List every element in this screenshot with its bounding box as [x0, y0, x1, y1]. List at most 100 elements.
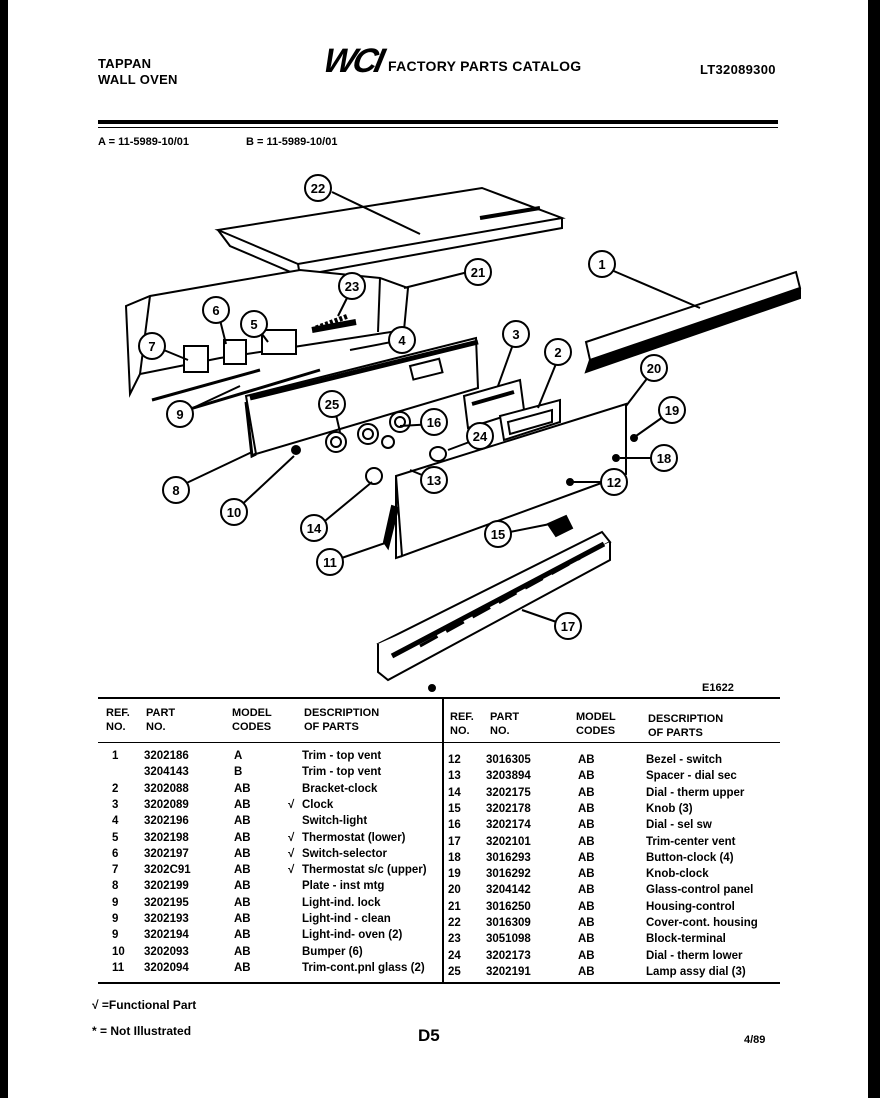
part-number: 3202089	[144, 798, 189, 811]
part-description: Block-terminal	[646, 933, 726, 946]
part-description: Knob-clock	[646, 868, 709, 881]
part-description: Plate - inst mtg	[302, 880, 385, 893]
model-code: AB	[234, 945, 251, 958]
part-description: Trim - top vent	[302, 766, 382, 779]
callout-circle	[658, 396, 686, 424]
part-description: Clock	[302, 798, 334, 811]
ref-number: 9	[112, 913, 119, 925]
part-description: Light-ind- oven (2)	[302, 929, 403, 942]
ref-number: 2	[112, 782, 119, 795]
callout-circle	[240, 310, 268, 338]
col-header-model-left: MODEL CODES	[232, 707, 272, 733]
callout-label: 21	[471, 265, 485, 280]
part-knob-1	[325, 431, 347, 453]
catalog-number: LT32089300	[700, 62, 776, 77]
callout-circle	[316, 548, 344, 576]
part-description: Switch-selector	[302, 847, 387, 860]
model-code: AB	[578, 884, 595, 897]
functional-part-note: √ =Functional Part	[92, 998, 197, 1012]
model-code: AB	[234, 815, 251, 828]
col-header-desc-left: DESCRIPTION OF PARTS	[304, 707, 380, 733]
product-label: WALL OVEN	[98, 72, 178, 87]
ref-number: 24	[448, 949, 461, 962]
callout-label: 4	[398, 333, 406, 348]
left-frame-border	[0, 0, 8, 1098]
model-code: AB	[578, 802, 595, 815]
callout-label: 22	[311, 181, 325, 196]
ref-number: 19	[448, 868, 461, 881]
part-number: 3202C91	[144, 864, 191, 877]
callout-label: 12	[607, 475, 621, 490]
part-description: Bumper (6)	[302, 945, 363, 958]
table-header-rule	[98, 742, 780, 743]
callout-circle	[388, 326, 416, 354]
ref-number: 21	[448, 900, 461, 913]
part-number: 3016293	[486, 851, 531, 864]
part-number: 3202194	[144, 929, 189, 942]
model-code: A	[234, 750, 243, 762]
ref-number: 16	[448, 819, 461, 832]
wci-logo: WCI	[320, 42, 386, 80]
model-code: AB	[234, 864, 251, 877]
catalog-title: FACTORY PARTS CATALOG	[388, 58, 582, 74]
col-header-part-left: PART NO.	[146, 707, 176, 733]
model-code: AB	[234, 929, 251, 942]
part-description: Trim-cont.pnl glass (2)	[302, 961, 425, 974]
callout-label: 19	[665, 403, 679, 418]
callout-circle	[484, 520, 512, 548]
callout-label: 3	[512, 327, 519, 342]
model-code: AB	[578, 868, 595, 881]
part-number: 3202175	[486, 786, 531, 799]
part-number: 3202198	[144, 831, 189, 844]
ref-number: 13	[448, 770, 461, 783]
callout-circle	[162, 476, 190, 504]
callout-circle	[588, 250, 616, 278]
callout-circle	[466, 422, 494, 450]
model-code: AB	[234, 880, 251, 893]
callout-label: 24	[473, 429, 488, 444]
model-code: AB	[234, 798, 251, 811]
model-code: AB	[578, 786, 595, 799]
ref-number: 20	[448, 884, 461, 897]
ref-number: 23	[448, 933, 461, 946]
part-description: Light-ind. lock	[302, 896, 381, 909]
ref-number: 4	[112, 815, 119, 828]
model-code: AB	[234, 782, 251, 795]
callout-label: 7	[148, 339, 155, 354]
model-code: AB	[578, 949, 595, 962]
part-number: 3202178	[486, 802, 531, 815]
model-code: AB	[578, 933, 595, 946]
callout-label: 25	[325, 397, 339, 412]
table-column-divider	[442, 697, 444, 983]
part-description: Dial - therm lower	[646, 949, 743, 962]
col-header-model-right: MODEL CODES	[576, 711, 616, 737]
callout-label: 5	[250, 317, 257, 332]
part-cover-housing	[214, 186, 566, 266]
ref-number: 12	[448, 754, 461, 766]
callout-circle	[544, 338, 572, 366]
callout-circle	[202, 296, 230, 324]
callout-label: 16	[427, 415, 441, 430]
model-code: AB	[234, 847, 251, 860]
model-code: AB	[234, 831, 251, 844]
print-date: 4/89	[744, 1034, 766, 1046]
ref-number: 3	[112, 798, 119, 811]
callout-circle	[138, 332, 166, 360]
part-number: 3202199	[144, 880, 189, 893]
part-number: 3016292	[486, 868, 531, 881]
table-bottom-rule	[98, 982, 780, 984]
functional-mark: √	[288, 831, 295, 844]
callout-circle	[304, 174, 332, 202]
callout-label: 14	[307, 521, 322, 536]
callout-label: 8	[172, 483, 179, 498]
callout-circle	[420, 466, 448, 494]
ref-number: 17	[448, 835, 461, 848]
callout-label: 1	[598, 257, 605, 272]
model-code: AB	[578, 851, 595, 864]
callout-label: 20	[647, 361, 661, 376]
part-description: Switch-light	[302, 815, 368, 828]
model-code: AB	[234, 961, 251, 974]
model-code: B	[234, 766, 243, 779]
part-description: Bracket-clock	[302, 782, 378, 795]
